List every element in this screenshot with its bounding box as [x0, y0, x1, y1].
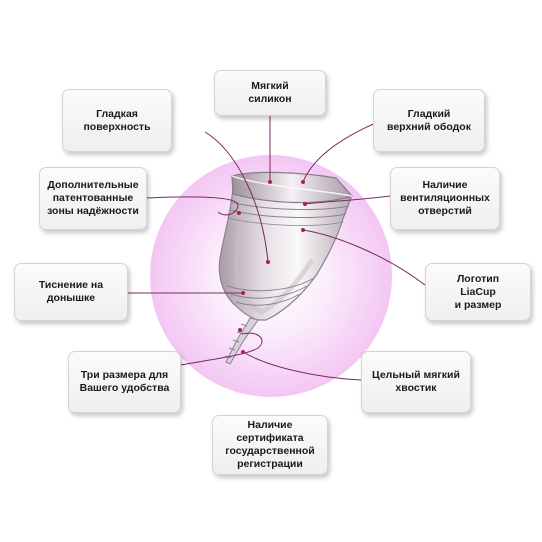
callout-soft-silicone: Мягкий силикон: [214, 70, 326, 116]
menstrual-cup-image: [218, 171, 354, 365]
callout-logo-size: Логотип LiaCup и размер: [425, 263, 531, 321]
leader-lines: [127, 115, 426, 381]
callout-certificate: Наличие сертификата государственной реги…: [212, 415, 328, 475]
callout-bottom-embossing: Тиснение на донышке: [14, 263, 128, 321]
callout-three-sizes: Три размера для Вашего удобства: [68, 351, 181, 413]
callout-smooth-rim: Гладкий верхний ободок: [373, 89, 485, 152]
callout-solid-tail: Цельный мягкий хвостик: [361, 351, 471, 413]
callout-smooth-surface: Гладкая поверхность: [62, 89, 172, 152]
callout-vent-holes: Наличие вентиляционных отверстий: [390, 167, 500, 230]
callout-reliability-zones: Дополнительные патентованные зоны надёжн…: [39, 167, 147, 230]
